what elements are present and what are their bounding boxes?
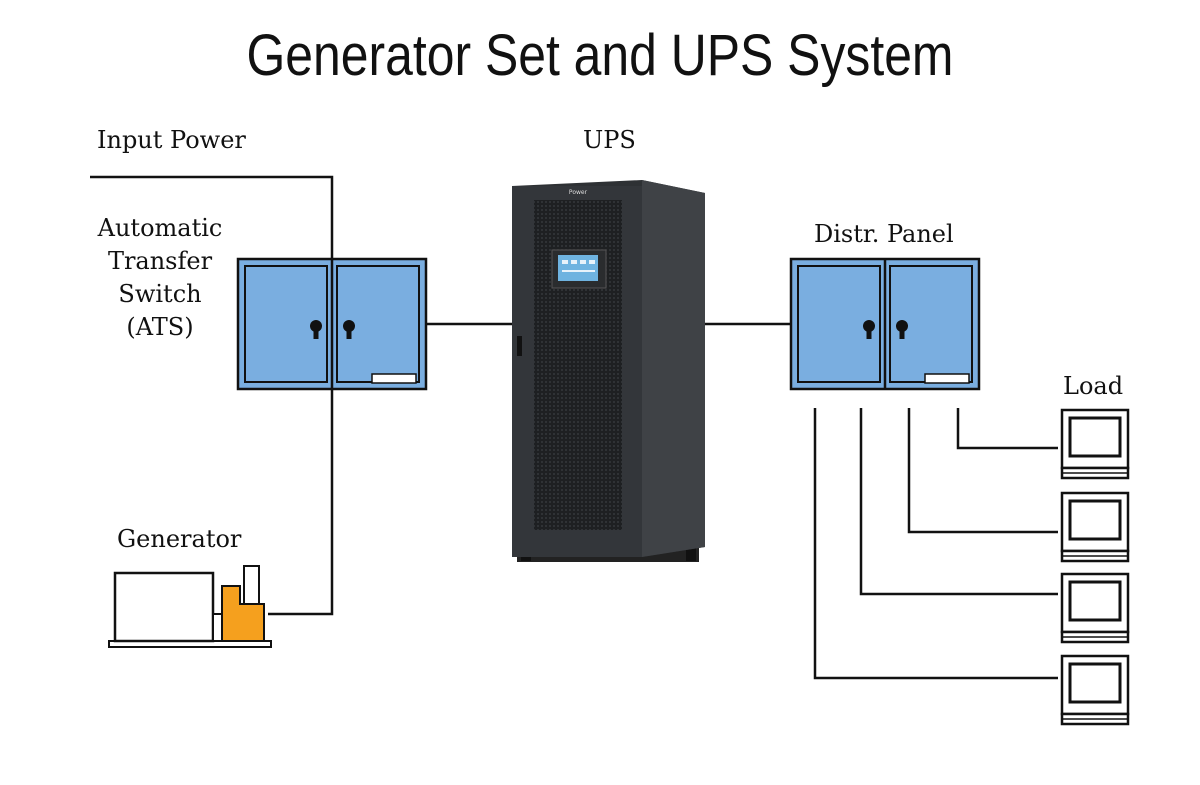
ats-lock-icon — [310, 320, 355, 339]
ups-screen — [558, 255, 598, 281]
ats-label-line-1: Automatic — [97, 214, 223, 242]
load-line-3 — [859, 408, 1058, 596]
distr-panel-label: Distr. Panel — [814, 220, 954, 248]
load-line-4 — [813, 408, 1058, 680]
ats-cabinet — [236, 257, 428, 391]
ats-label: Automatic Transfer Switch (ATS) — [80, 212, 240, 344]
load-monitor-3 — [1060, 572, 1130, 644]
ats-label-line-4: (ATS) — [126, 313, 194, 341]
panel-lock-icon — [863, 320, 908, 339]
load-line-2 — [907, 408, 1058, 534]
load-monitor-1 — [1060, 408, 1130, 480]
ups-label: UPS — [583, 126, 636, 154]
ats-label-line-2: Transfer — [107, 247, 213, 275]
input-generator-line — [90, 175, 334, 616]
generator-label: Generator — [117, 525, 242, 553]
ups-cabinet: Power — [512, 180, 705, 562]
wiring — [90, 175, 1058, 680]
ups-brand: Power — [569, 189, 588, 196]
ats-label-line-3: Switch — [118, 280, 202, 308]
load-monitor-2 — [1060, 491, 1130, 563]
diagram-title: Generator Set and UPS System — [246, 23, 954, 88]
load-line-1 — [956, 408, 1058, 450]
generator-icon — [108, 565, 272, 648]
distr-panel-cabinet — [789, 257, 981, 391]
load-label: Load — [1063, 372, 1124, 400]
load-monitor-4 — [1060, 654, 1130, 726]
input-power-label: Input Power — [97, 126, 246, 154]
